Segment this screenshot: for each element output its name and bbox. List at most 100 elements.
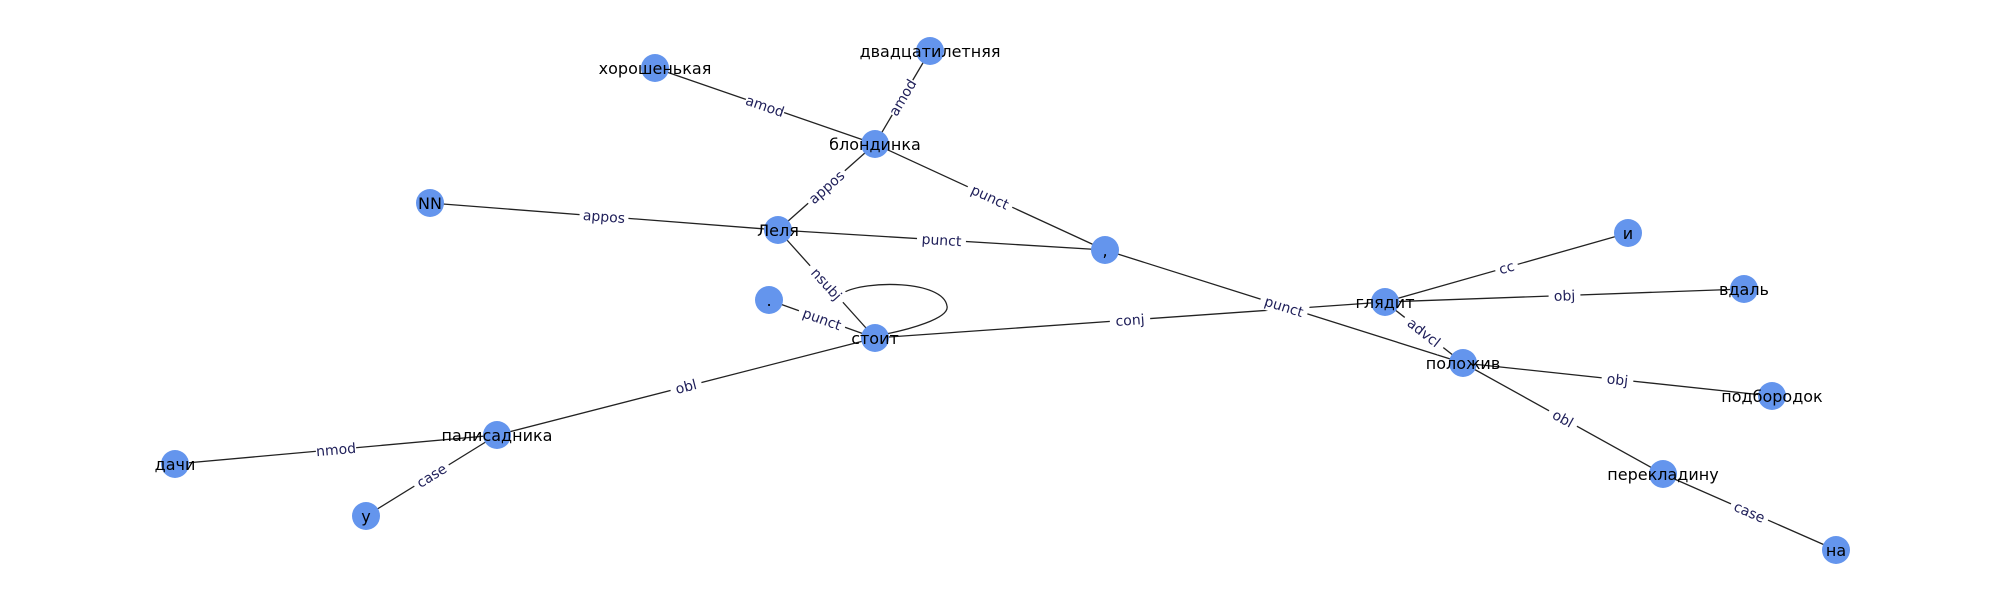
edge-label-cc: cc — [1497, 259, 1516, 279]
node-circle — [352, 502, 380, 530]
edge-label-group-10: punct — [1257, 290, 1311, 323]
node-палисадника: палисадника — [442, 421, 553, 449]
edge-label-background — [1544, 402, 1582, 435]
node-label: и — [1623, 224, 1633, 243]
node-дачи: дачи — [155, 450, 196, 478]
edge-label-background — [916, 229, 967, 251]
node-circle — [1091, 236, 1119, 264]
node-circle — [483, 421, 511, 449]
node-circle — [1449, 349, 1477, 377]
edge-label-group-18: nmod — [315, 438, 357, 461]
edge-label-background — [1492, 255, 1521, 280]
node-x: , — [1091, 236, 1119, 264]
node-x: . — [755, 286, 783, 314]
node-label: , — [1102, 241, 1107, 260]
edge-label-obj: obj — [1554, 288, 1576, 305]
edge-label-group-0: amod — [742, 90, 788, 122]
edge-label-group-19: case — [409, 457, 454, 494]
node-хорошенькая: хорошенькая — [599, 54, 712, 82]
node-вдаль: вдаль — [1719, 275, 1769, 303]
edge-label-group-13: advcl — [1399, 310, 1449, 355]
edge-label-group-4: appos — [578, 205, 630, 228]
node-label: подбородок — [1721, 387, 1823, 406]
node-label: блондинка — [829, 135, 921, 154]
node-circle — [1614, 219, 1642, 247]
edge-label-nmod: nmod — [315, 441, 356, 461]
edge-label-amod: amod — [886, 77, 920, 119]
node-глядит: глядит — [1355, 288, 1415, 316]
node-label: перекладину — [1607, 465, 1718, 484]
edge-label-background — [1109, 309, 1151, 331]
edge-label-background — [409, 457, 454, 494]
node-подбородок: подбородок — [1721, 382, 1823, 410]
edge-label-appos: appos — [582, 208, 625, 227]
edge-label-background — [742, 90, 788, 122]
node-circle — [1730, 275, 1758, 303]
edge-label-group-6: nsubj — [803, 259, 850, 309]
edge-label-background — [315, 438, 357, 461]
edge-label-conj: conj — [1115, 312, 1145, 330]
node-circle — [1649, 460, 1677, 488]
node-circle — [1758, 382, 1786, 410]
node-circle — [161, 450, 189, 478]
node-circle — [861, 130, 889, 158]
edge-label-obj: obj — [1606, 371, 1629, 389]
edge-label-group-7: punct — [795, 302, 849, 336]
edge-label-background — [795, 302, 849, 336]
node-двадцатилетняя: двадцатилетняя — [860, 37, 1001, 65]
node-label: хорошенькая — [599, 59, 712, 78]
node-label: Леля — [757, 221, 799, 240]
edge-label-background — [803, 259, 850, 309]
node-у: у — [352, 502, 380, 530]
edge-label-group-17: obl — [668, 373, 704, 400]
node-label: двадцатилетняя — [860, 42, 1001, 61]
edge-label-punct: punct — [921, 232, 962, 250]
edge-label-background — [884, 75, 921, 120]
node-label: дачи — [155, 455, 196, 474]
edge-label-group-1: amod — [884, 75, 921, 120]
node-circle — [1371, 288, 1399, 316]
edge-label-group-15: obl — [1544, 402, 1582, 435]
node-label: стоит — [851, 329, 899, 348]
edge-label-group-9: conj — [1109, 309, 1151, 331]
edge-label-group-12: obj — [1548, 285, 1581, 306]
edge-label-group-5: punct — [916, 229, 967, 251]
node-перекладину: перекладину — [1607, 460, 1719, 488]
node-NN: NN — [416, 189, 444, 217]
node-label: NN — [418, 194, 442, 213]
node-label: на — [1826, 541, 1846, 560]
node-label: вдаль — [1719, 280, 1769, 299]
node-circle — [755, 286, 783, 314]
node-label: палисадника — [442, 426, 553, 445]
edge-self-loop-стоит — [842, 283, 948, 337]
edge-label-background — [963, 178, 1017, 216]
node-label: . — [766, 291, 771, 310]
edge-label-background — [1727, 495, 1772, 529]
node-circle — [916, 37, 944, 65]
edge-label-group-3: punct — [963, 178, 1017, 216]
edge-label-background — [1548, 285, 1581, 306]
node-circle — [861, 324, 889, 352]
node-label: положив — [1426, 354, 1501, 373]
node-на: на — [1822, 536, 1850, 564]
edge-label-group-16: case — [1727, 495, 1772, 529]
node-label: у — [361, 507, 370, 526]
edge-label-group-14: obj — [1600, 368, 1635, 391]
edge-label-obl: obl — [674, 377, 699, 398]
edge-label-background — [802, 164, 851, 210]
edge-label-case: case — [1731, 499, 1767, 527]
node-circle — [641, 54, 669, 82]
node-circle — [1822, 536, 1850, 564]
node-и: и — [1614, 219, 1642, 247]
node-circle — [416, 189, 444, 217]
edge-label-group-11: cc — [1492, 255, 1521, 280]
edge-label-background — [1257, 290, 1311, 323]
edge-label-background — [1600, 368, 1635, 391]
node-стоит: стоит — [851, 324, 899, 352]
node-circle — [764, 216, 792, 244]
edge-label-background — [668, 373, 704, 400]
node-блондинка: блондинка — [829, 130, 921, 158]
